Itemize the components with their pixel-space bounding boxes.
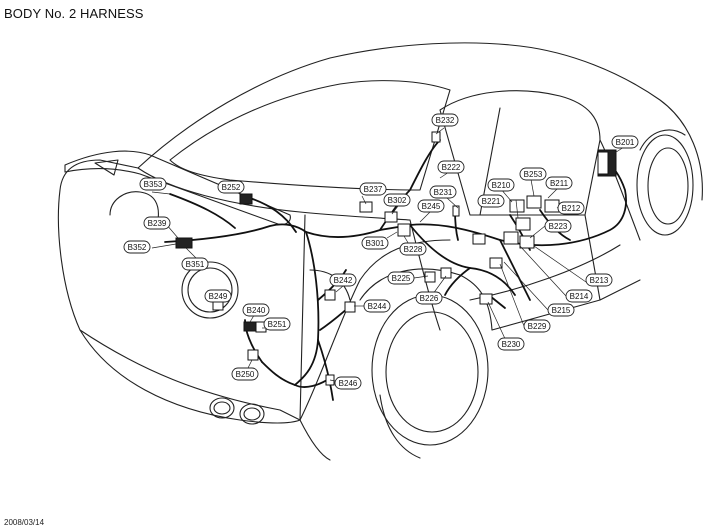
connector-label-b253: B253 xyxy=(519,167,547,181)
connector-id: B252 xyxy=(222,183,241,192)
connector-id: B230 xyxy=(502,340,521,349)
connector-label-b250: B250 xyxy=(231,367,259,381)
connector-label-b215: B215 xyxy=(547,303,575,317)
connector-label-b231: B231 xyxy=(429,185,457,199)
connector-id: B352 xyxy=(128,243,147,252)
connector-id: B212 xyxy=(562,204,581,213)
connector-id: B210 xyxy=(492,181,511,190)
connector-id: B225 xyxy=(392,274,411,283)
connector-id: B239 xyxy=(148,219,167,228)
connector-id: B302 xyxy=(388,196,407,205)
connector-label-b352: B352 xyxy=(123,240,151,254)
connector-label-b211: B211 xyxy=(545,176,573,190)
connector-id: B201 xyxy=(616,138,635,147)
connector-id: B228 xyxy=(404,245,423,254)
connector-id: B222 xyxy=(442,163,461,172)
connector-id: B251 xyxy=(268,320,287,329)
connector-id: B249 xyxy=(209,292,228,301)
connector-label-b214: B214 xyxy=(565,289,593,303)
connector-label-b237: B237 xyxy=(359,182,387,196)
connector-label-b212: B212 xyxy=(557,201,585,215)
connector-label-b245: B245 xyxy=(417,199,445,213)
connector-id: B215 xyxy=(552,306,571,315)
connector-blocks xyxy=(175,131,617,386)
connector-label-b210: B210 xyxy=(487,178,515,192)
connector-id: B213 xyxy=(590,276,609,285)
connector-label-b246: B246 xyxy=(334,376,362,390)
connector-label-b213: B213 xyxy=(585,273,613,287)
connector-id: B240 xyxy=(247,306,266,315)
connector-label-b232: B232 xyxy=(431,113,459,127)
connector-label-b249: B249 xyxy=(204,289,232,303)
connector-label-b201: B201 xyxy=(611,135,639,149)
diagram-title: BODY No. 2 HARNESS xyxy=(4,6,144,21)
connector-label-b240: B240 xyxy=(242,303,270,317)
connector-label-b230: B230 xyxy=(497,337,525,351)
connector-label-b222: B222 xyxy=(437,160,465,174)
connector-id: B237 xyxy=(364,185,383,194)
connector-label-b251: B251 xyxy=(263,317,291,331)
connector-id: B245 xyxy=(422,202,441,211)
connector-id: B231 xyxy=(434,188,453,197)
connector-id: B221 xyxy=(482,197,501,206)
connector-id: B223 xyxy=(549,222,568,231)
connector-id: B244 xyxy=(368,302,387,311)
diagram-date: 2008/03/14 xyxy=(4,518,45,527)
connector-id: B226 xyxy=(420,294,439,303)
connector-id: B229 xyxy=(528,322,547,331)
connector-label-b229: B229 xyxy=(523,319,551,333)
connector-label-b301: B301 xyxy=(361,236,389,250)
connector-label-b226: B226 xyxy=(415,291,443,305)
connector-label-b223: B223 xyxy=(544,219,572,233)
connector-leaders xyxy=(151,127,625,383)
connector-id: B242 xyxy=(334,276,353,285)
connector-label-b252: B252 xyxy=(217,180,245,194)
connector-id: B211 xyxy=(550,179,569,188)
connector-label-b242: B242 xyxy=(329,273,357,287)
connector-id: B232 xyxy=(436,116,455,125)
connector-id: B353 xyxy=(144,180,163,189)
connector-id: B246 xyxy=(339,379,358,388)
car-body-outline xyxy=(57,42,703,461)
connector-id: B214 xyxy=(570,292,589,301)
connector-label-b225: B225 xyxy=(387,271,415,285)
connector-id: B351 xyxy=(186,260,205,269)
connector-label-b239: B239 xyxy=(143,216,171,230)
connector-label-b228: B228 xyxy=(399,242,427,256)
connector-id: B250 xyxy=(236,370,255,379)
connector-label-b221: B221 xyxy=(477,194,505,208)
connector-id: B301 xyxy=(366,239,385,248)
connector-label-b302: B302 xyxy=(383,193,411,207)
connector-id: B253 xyxy=(524,170,543,179)
connector-label-b353: B353 xyxy=(139,177,167,191)
connector-label-b351: B351 xyxy=(181,257,209,271)
connector-label-b244: B244 xyxy=(363,299,391,313)
